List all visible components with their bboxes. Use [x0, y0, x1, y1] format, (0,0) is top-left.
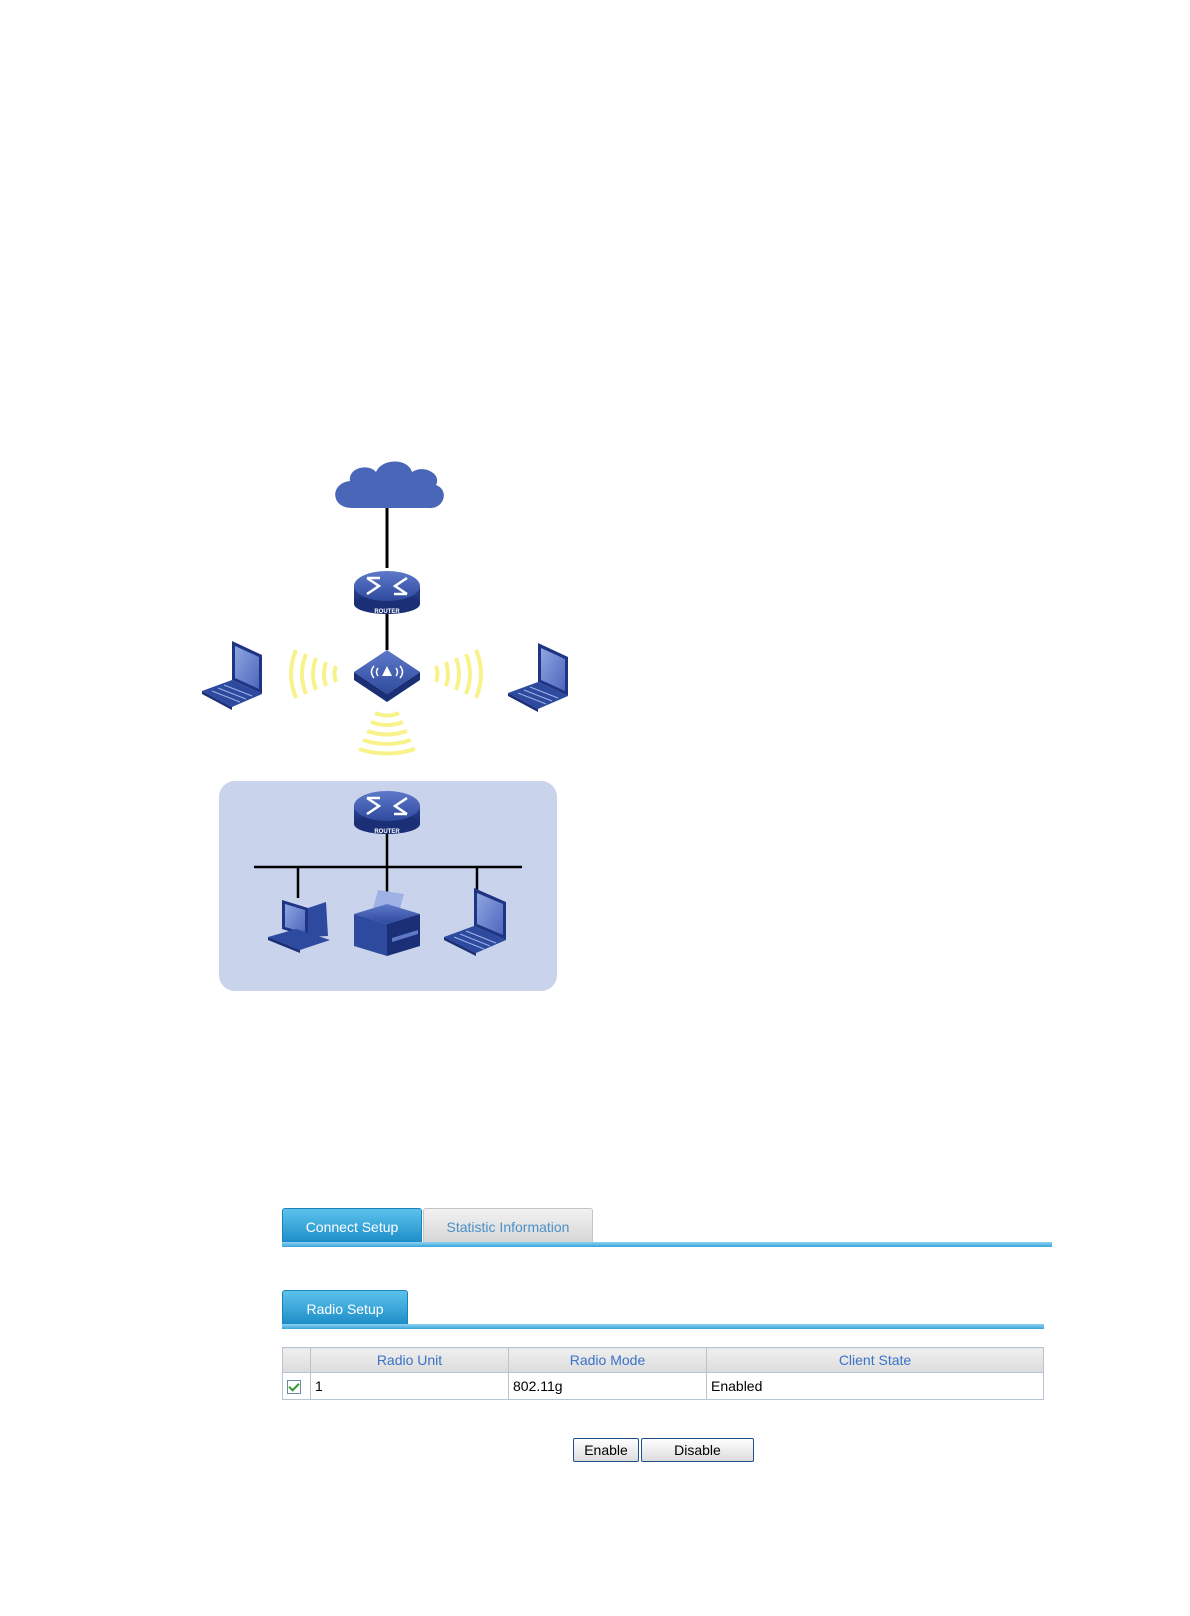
column-header-radio-unit: Radio Unit: [311, 1348, 509, 1373]
select-column-header: [283, 1348, 311, 1373]
wifi-signal-right-icon: [436, 650, 481, 698]
column-header-client-state: Client State: [707, 1348, 1044, 1373]
radio-unit-cell: 1: [311, 1373, 509, 1400]
tab-connect-setup[interactable]: Connect Setup: [282, 1208, 422, 1242]
router-icon: ROUTER: [354, 571, 420, 615]
router-lan-icon: ROUTER: [354, 791, 420, 835]
radio-mode-cell: 802.11g: [509, 1373, 707, 1400]
laptop-left-icon: [202, 641, 262, 710]
tab-radio-setup[interactable]: Radio Setup: [282, 1290, 408, 1324]
main-tab-bar: Connect Setup Statistic Information: [282, 1208, 1052, 1242]
wifi-signal-down-icon: [359, 713, 415, 754]
section-tab-bar: Radio Setup: [282, 1290, 1044, 1324]
router-label: ROUTER: [374, 609, 400, 615]
enable-button[interactable]: Enable: [573, 1438, 639, 1462]
table-header-row: Radio Unit Radio Mode Client State: [283, 1348, 1044, 1373]
laptop-right-icon: [508, 643, 568, 712]
network-diagram: ROUTER: [0, 0, 1190, 1010]
internet-cloud-icon: [335, 462, 444, 509]
row-select-cell: [283, 1373, 311, 1400]
column-header-radio-mode: Radio Mode: [509, 1348, 707, 1373]
client-state-cell: Enabled: [707, 1373, 1044, 1400]
main-tab-underline: [282, 1242, 1052, 1247]
table-row: 1 802.11g Enabled: [283, 1373, 1044, 1400]
wifi-signal-left-icon: [291, 650, 336, 698]
access-point-icon: [354, 650, 420, 702]
tab-statistic-information[interactable]: Statistic Information: [423, 1208, 593, 1242]
row-checkbox[interactable]: [287, 1380, 301, 1394]
disable-button[interactable]: Disable: [641, 1438, 754, 1462]
radio-table: Radio Unit Radio Mode Client State 1 802…: [282, 1347, 1044, 1400]
section-tab-underline: [282, 1324, 1044, 1329]
